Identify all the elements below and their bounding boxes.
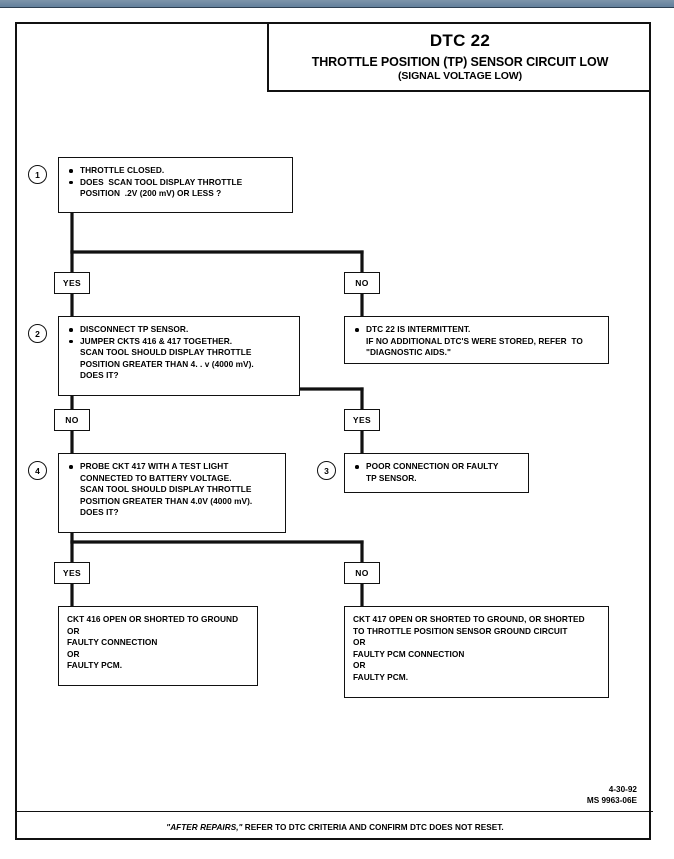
step1-line-1: DOES SCAN TOOL DISPLAY THROTTLE [67, 177, 284, 189]
title-block: DTC 22 THROTTLE POSITION (TP) SENSOR CIR… [267, 24, 651, 93]
outcome416-line-3: OR [67, 648, 80, 659]
branch-label-no-2[interactable]: NO [54, 409, 90, 431]
outcome416-line-0: CKT 416 OPEN OR SHORTED TO GROUND [67, 614, 239, 624]
step1-line-2: POSITION .2V (200 mV) OR LESS ? [80, 188, 222, 199]
footer-note-quote: "AFTER REPAIRS," [166, 823, 243, 832]
step-box-1: THROTTLE CLOSED. DOES SCAN TOOL DISPLAY … [58, 157, 293, 213]
intermittent-box: DTC 22 IS INTERMITTENT. IF NO ADDITIONAL… [344, 316, 609, 364]
page-subtitle: (SIGNAL VOLTAGE LOW) [398, 70, 522, 83]
footer-meta: 4-30-92 MS 9963-06E [587, 784, 637, 806]
step-number-4: 4 [28, 461, 47, 480]
branch-label-yes-2[interactable]: YES [344, 409, 380, 431]
step2-line-1: JUMPER CKTS 416 & 417 TOGETHER. [67, 336, 291, 348]
outcome417-line-3: FAULTY PCM CONNECTION [353, 648, 465, 659]
step3-line-1: TP SENSOR. [366, 472, 417, 483]
flowchart-connectors [17, 24, 653, 842]
step4-line-1: CONNECTED TO BATTERY VOLTAGE. [80, 472, 232, 483]
document-page: DTC 22 THROTTLE POSITION (TP) SENSOR CIR… [15, 22, 653, 842]
outcome417-line-1: TO THROTTLE POSITION SENSOR GROUND CIRCU… [353, 625, 568, 636]
outcome417-line-0: CKT 417 OPEN OR SHORTED TO GROUND, OR SH… [353, 614, 585, 624]
branch-label-no-3[interactable]: NO [344, 562, 380, 584]
intermittent-line-2: "DIAGNOSTIC AIDS." [366, 347, 451, 358]
footer-divider [17, 811, 653, 812]
intermittent-line-0: DTC 22 IS INTERMITTENT. [353, 324, 600, 336]
dtc-code: DTC 22 [429, 31, 491, 50]
page-title: THROTTLE POSITION (TP) SENSOR CIRCUIT LO… [311, 55, 609, 70]
intermittent-line-1: IF NO ADDITIONAL DTC'S WERE STORED, REFE… [366, 335, 583, 346]
outcome417-line-5: FAULTY PCM. [353, 671, 409, 682]
step4-line-2: SCAN TOOL SHOULD DISPLAY THROTTLE [80, 484, 252, 495]
outcome416-line-2: FAULTY CONNECTION [67, 637, 158, 648]
step-number-1: 1 [28, 165, 47, 184]
step2-line-0: DISCONNECT TP SENSOR. [67, 324, 291, 336]
step-box-2: DISCONNECT TP SENSOR. JUMPER CKTS 416 & … [58, 316, 300, 396]
footer-date: 4-30-92 [608, 785, 637, 794]
footer-note-rest: REFER TO DTC CRITERIA AND CONFIRM DTC DO… [242, 823, 504, 832]
branch-label-no-1[interactable]: NO [344, 272, 380, 294]
outcome416-line-4: FAULTY PCM. [67, 660, 123, 671]
footer-doc-number: MS 9963-06E [586, 796, 637, 805]
step-number-3: 3 [317, 461, 336, 480]
outcome417-line-2: OR [353, 637, 366, 648]
step4-line-3: POSITION GREATER THAN 4.0V (4000 mV). [80, 495, 253, 506]
outcome417-line-4: OR [353, 660, 366, 671]
step2-line-4: DOES IT? [80, 370, 119, 381]
branch-label-yes-3[interactable]: YES [54, 562, 90, 584]
viewer-chrome-bar [0, 0, 674, 8]
step3-line-0: POOR CONNECTION OR FAULTY [353, 461, 520, 473]
step2-line-2: SCAN TOOL SHOULD DISPLAY THROTTLE [80, 347, 252, 358]
step-box-3: POOR CONNECTION OR FAULTY TP SENSOR. [344, 453, 529, 493]
footer-note: "AFTER REPAIRS," REFER TO DTC CRITERIA A… [17, 823, 653, 832]
step2-line-3: POSITION GREATER THAN 4. . v (4000 mV). [80, 358, 254, 369]
step1-line-0: THROTTLE CLOSED. [67, 165, 284, 177]
outcome-box-ckt417: CKT 417 OPEN OR SHORTED TO GROUND, OR SH… [344, 606, 609, 698]
step-box-4: PROBE CKT 417 WITH A TEST LIGHT CONNECTE… [58, 453, 286, 533]
outcome416-line-1: OR [67, 625, 80, 636]
outcome-box-ckt416: CKT 416 OPEN OR SHORTED TO GROUND OR FAU… [58, 606, 258, 686]
step-number-2: 2 [28, 324, 47, 343]
branch-label-yes-1[interactable]: YES [54, 272, 90, 294]
step4-line-4: DOES IT? [80, 507, 119, 518]
step4-line-0: PROBE CKT 417 WITH A TEST LIGHT [67, 461, 277, 473]
